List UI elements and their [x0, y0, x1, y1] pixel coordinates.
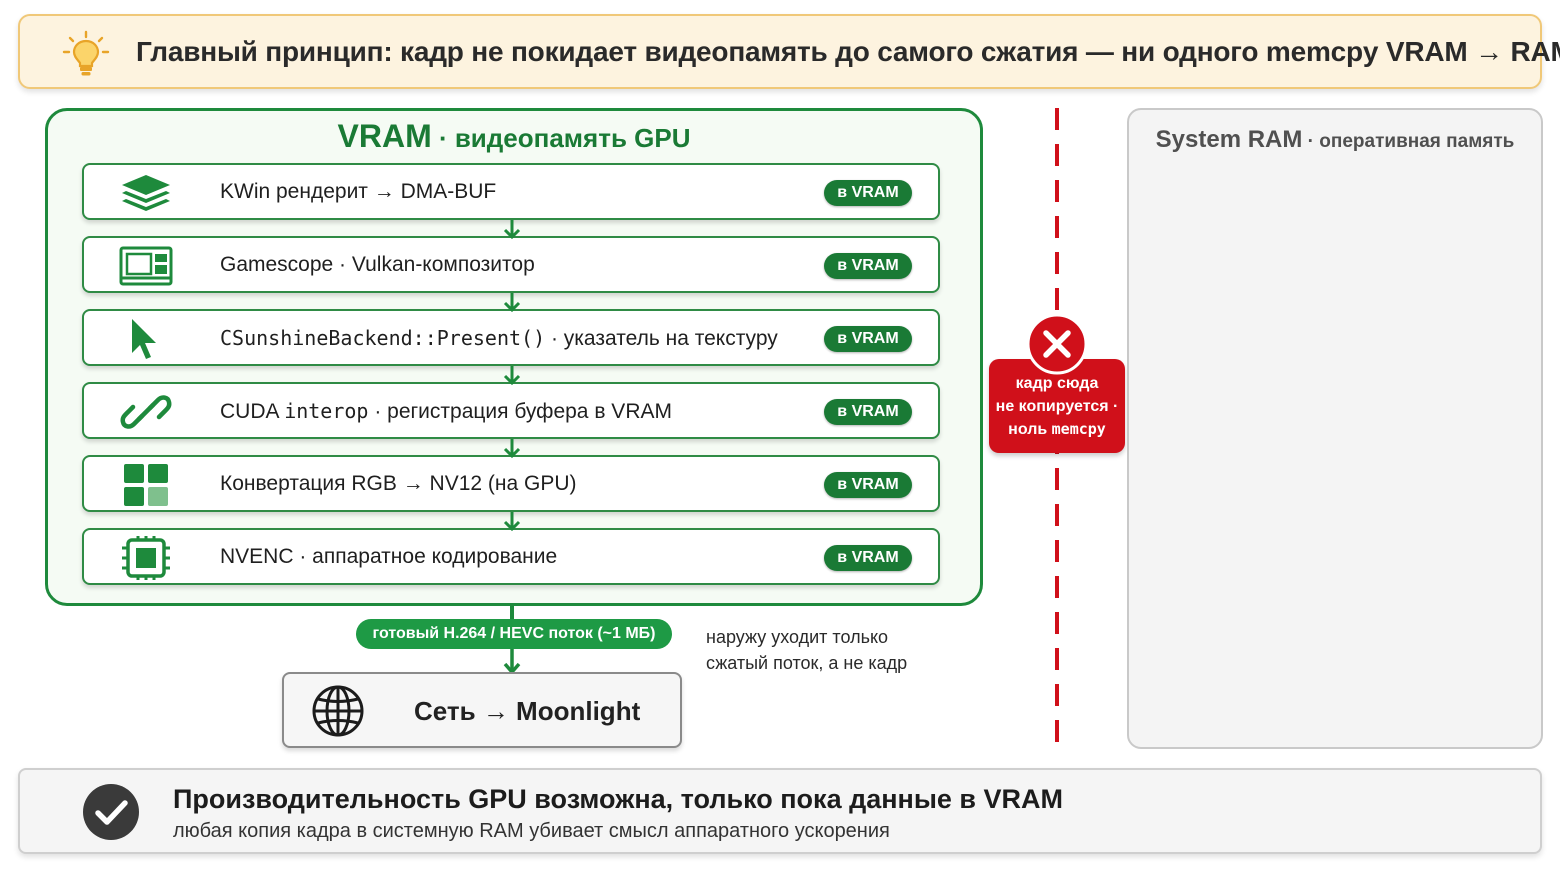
- principle-text: Главный принцип: кадр не покидает видеоп…: [136, 36, 1560, 67]
- conclusion-title: Производительность GPU возможна, только …: [173, 784, 1064, 814]
- pipeline-step-cuda-interop: CUDA interop · регистрация буфера в VRAM…: [82, 382, 940, 439]
- step-label: NVENC · аппаратное кодирование: [220, 545, 558, 568]
- vram-title-main: VRAM: [337, 118, 432, 154]
- pipeline-step-present: CSunshineBackend::Present() · указатель …: [82, 309, 940, 366]
- conclusion-footer: Производительность GPU возможна, только …: [18, 768, 1542, 854]
- no-copy-line1: кадр сюда: [1015, 375, 1099, 392]
- vram-title: VRAM · видеопамять GPU: [0, 118, 1028, 155]
- step-label: Gamescope · Vulkan-композитор: [220, 253, 535, 276]
- link-icon: [120, 395, 172, 429]
- stream-pill: готовый H.264 / HEVC поток (~1 МБ): [356, 619, 672, 649]
- check-circle-icon: [83, 784, 139, 840]
- pipeline-step-kwin: KWin рендерит → DMA-BUF в VRAM: [82, 163, 940, 220]
- no-copy-code: memcpy: [1051, 420, 1106, 438]
- step-code: interop: [284, 399, 369, 423]
- in-vram-badge: в VRAM: [824, 326, 912, 352]
- vram-title-sep: ·: [431, 123, 455, 153]
- pipeline-step-convert: Конвертация RGB → NV12 (на GPU) в VRAM: [82, 455, 940, 512]
- system-ram-panel: [1127, 108, 1543, 749]
- in-vram-badge: в VRAM: [824, 180, 912, 206]
- pipeline-step-nvenc: NVENC · аппаратное кодирование в VRAM: [82, 528, 940, 585]
- in-vram-badge: в VRAM: [824, 545, 912, 571]
- step-text: · регистрация буфера в VRAM: [368, 400, 672, 423]
- no-copy-callout: кадр сюда не копируется · ноль memcpy: [989, 359, 1125, 453]
- compositor-window-icon: [119, 246, 173, 286]
- stream-connector: [510, 606, 514, 624]
- in-vram-badge: в VRAM: [824, 253, 912, 279]
- grid-icon: [124, 464, 168, 506]
- step-label: Конвертация RGB → NV12 (на GPU): [220, 472, 577, 495]
- system-ram-title-main: System RAM: [1155, 126, 1303, 153]
- lightbulb-icon: [62, 30, 110, 76]
- in-vram-badge: в VRAM: [824, 472, 912, 498]
- no-copy-line3: ноль memcpy: [989, 418, 1125, 441]
- layers-icon: [122, 175, 170, 211]
- flow-arrow: [503, 439, 521, 459]
- network-box: Сеть → Moonlight: [282, 672, 682, 748]
- system-ram-title: System RAM · оперативная память: [1127, 126, 1543, 154]
- conclusion-subtitle: любая копия кадра в системную RAM убивае…: [173, 820, 890, 842]
- step-label: CUDA interop · регистрация буфера в VRAM: [220, 399, 672, 424]
- no-copy-line3-text: ноль: [1008, 421, 1052, 438]
- network-label: Сеть → Moonlight: [414, 696, 641, 726]
- step-label: CSunshineBackend::Present() · указатель …: [220, 326, 778, 351]
- pointer-cursor-icon: [132, 319, 156, 359]
- pipeline-step-gamescope: Gamescope · Vulkan-композитор в VRAM: [82, 236, 940, 293]
- stream-note-line1: наружу уходит только: [706, 627, 889, 647]
- stream-note: наружу уходит только сжатый поток, а не …: [706, 624, 907, 676]
- flow-arrow: [503, 366, 521, 386]
- principle-banner: Главный принцип: кадр не покидает видеоп…: [18, 14, 1560, 89]
- step-text-pre: CUDA: [220, 400, 285, 423]
- step-label: KWin рендерит → DMA-BUF: [220, 180, 497, 203]
- system-ram-title-sep: ·: [1302, 131, 1320, 152]
- flow-arrow: [503, 220, 521, 240]
- in-vram-badge: в VRAM: [824, 399, 912, 425]
- close-x-icon: [1026, 313, 1088, 375]
- globe-icon: [312, 685, 364, 737]
- stream-note-line2: сжатый поток, а не кадр: [706, 653, 908, 673]
- chip-icon: [122, 536, 170, 580]
- no-copy-line2: не копируется ·: [995, 398, 1119, 415]
- step-code: CSunshineBackend::Present(): [220, 326, 546, 350]
- vram-title-sub: видеопамять GPU: [454, 123, 691, 153]
- flow-arrow: [503, 512, 521, 532]
- step-text: · указатель на текстуру: [545, 327, 778, 350]
- flow-arrow: [503, 293, 521, 313]
- system-ram-title-sub: оперативная память: [1319, 131, 1515, 152]
